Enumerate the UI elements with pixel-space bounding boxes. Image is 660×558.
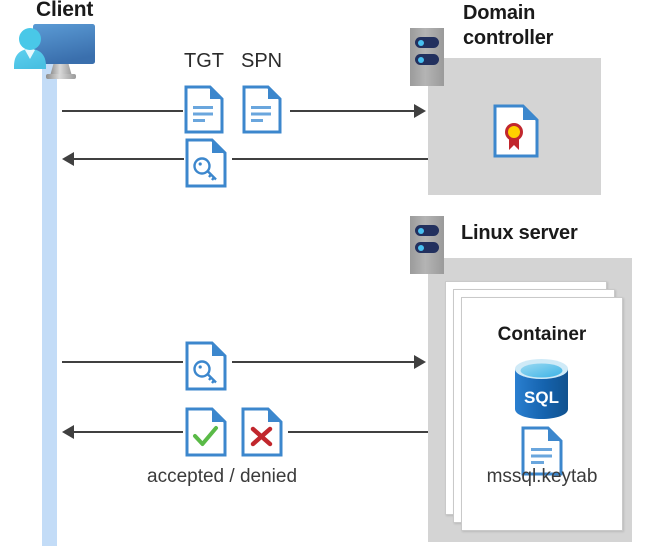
cross-document-icon bbox=[241, 407, 283, 462]
flow-tgt-spn-arrowhead bbox=[414, 104, 426, 118]
tgt-document-icon bbox=[184, 85, 224, 139]
flow-ticket-presentation-arrowhead bbox=[414, 355, 426, 369]
container-title: Container bbox=[497, 324, 587, 345]
domain-controller-title: Domain controller bbox=[463, 1, 623, 51]
flow-ticket-presentation-segment-left bbox=[62, 361, 183, 363]
client-workstation-icon bbox=[8, 22, 116, 84]
sql-database-icon: SQL bbox=[512, 358, 571, 425]
tgt-label: TGT bbox=[184, 50, 224, 72]
container-card-front: Container SQL bbox=[461, 297, 623, 531]
key-document-icon bbox=[185, 138, 227, 193]
flow-ticket-presentation-segment-right bbox=[232, 361, 414, 363]
keytab-document-icon bbox=[521, 426, 563, 481]
svg-text:SQL: SQL bbox=[524, 388, 559, 407]
flow-auth-result-arrowhead bbox=[62, 425, 74, 439]
domain-controller-title-line2: controller bbox=[463, 27, 554, 49]
check-document-icon bbox=[185, 407, 227, 462]
flow-tgt-spn-segment-left bbox=[62, 110, 183, 112]
spn-label: SPN bbox=[241, 50, 283, 72]
flow-ticket-response-segment-right bbox=[232, 158, 428, 160]
flow-ticket-response-segment-left bbox=[74, 158, 184, 160]
flow-tgt-spn-segment-right bbox=[290, 110, 414, 112]
spn-document-icon bbox=[242, 85, 282, 139]
server-rack-icon bbox=[410, 28, 444, 86]
flow-ticket-response-arrowhead bbox=[62, 152, 74, 166]
certificate-document-icon bbox=[493, 104, 539, 163]
key-document-icon bbox=[185, 341, 227, 396]
client-title: Client bbox=[36, 0, 94, 21]
client-lifeline bbox=[42, 62, 57, 546]
server-rack-icon bbox=[410, 216, 444, 274]
linux-server-title: Linux server bbox=[461, 222, 578, 244]
flow-auth-result-segment-right bbox=[288, 431, 428, 433]
accepted-denied-label: accepted / denied bbox=[147, 466, 298, 487]
keytab-filename-label: mssql.keytab bbox=[486, 466, 598, 487]
domain-controller-title-line1: Domain bbox=[463, 2, 536, 24]
flow-auth-result-segment-left bbox=[74, 431, 183, 433]
